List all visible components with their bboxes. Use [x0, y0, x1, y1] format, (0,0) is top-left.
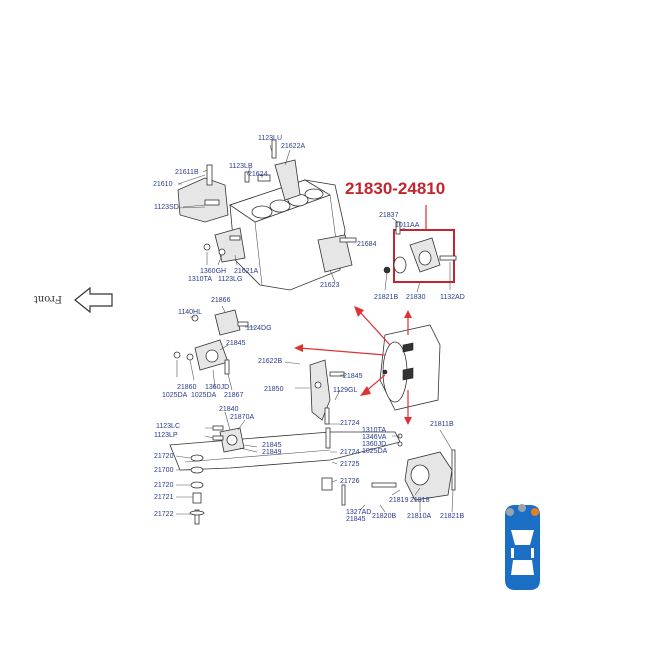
label-1140HL: 1140HL — [178, 309, 202, 316]
label-21700: 21700 — [154, 467, 174, 474]
leader-lines — [175, 144, 454, 515]
label-1025DA-3: 1025DA — [362, 448, 388, 455]
label-1011AA: 1011AA — [395, 222, 420, 229]
label-21849: 21849 — [262, 449, 282, 456]
label-21724: 21724 — [340, 420, 360, 427]
engine-bracket-left — [177, 164, 229, 223]
label-1360JD-2: 1360JD — [362, 441, 386, 448]
highlight-part-number: 21830-24810 — [345, 179, 445, 198]
label-21850: 21850 — [264, 386, 284, 393]
bushing-stack-left — [189, 454, 205, 525]
label-1327AD: 1327AD — [346, 509, 371, 516]
engine-mount-bracket-right — [317, 234, 357, 273]
crossmember — [169, 425, 401, 491]
label-21722: 21722 — [154, 511, 174, 518]
label-1360GH: 1360GH — [200, 268, 226, 275]
label-21818: 21818 — [410, 497, 430, 504]
label-1132AD: 1132AD — [440, 294, 465, 301]
label-21821B: 21821B — [374, 294, 398, 301]
label-21726: 21726 — [340, 478, 360, 485]
label-21830: 21830 — [406, 294, 426, 301]
rear-mount-right — [341, 433, 456, 506]
label-21724-2: 21724 — [340, 449, 360, 456]
transmission-housing — [294, 306, 441, 425]
label-21720-2: 21720 — [154, 482, 174, 489]
label-21611B: 21611B — [175, 169, 199, 176]
engine-bracket-top — [244, 139, 301, 201]
label-1346VA: 1346VA — [362, 434, 387, 441]
label-21622A: 21622A — [281, 143, 305, 150]
label-1360JD: 1360JD — [205, 384, 229, 391]
label-1123LC: 1123LC — [156, 423, 180, 430]
label-21720: 21720 — [154, 453, 174, 460]
label-21621A: 21621A — [234, 268, 258, 275]
label-21721: 21721 — [154, 494, 174, 501]
highlighted-mount-assembly — [383, 205, 457, 283]
label-21821B-2: 21821B — [440, 513, 464, 520]
label-21684: 21684 — [357, 241, 377, 248]
label-1123LP: 1123LP — [154, 432, 178, 439]
label-1310TA: 1310TA — [188, 276, 212, 283]
label-21867: 21867 — [224, 392, 244, 399]
car-location-icon — [505, 504, 540, 590]
centre-mount-bracket — [309, 359, 345, 425]
label-21845-3: 21845 — [262, 442, 282, 449]
label-1123SD: 1123SD — [154, 204, 179, 211]
label-21622B: 21622B — [258, 358, 282, 365]
label-21845-2: 21845 — [343, 373, 363, 380]
label-21610: 21610 — [153, 181, 173, 188]
label-21870A: 21870A — [230, 414, 254, 421]
label-21623: 21623 — [320, 282, 340, 289]
label-1123LU: 1123LU — [258, 135, 282, 142]
label-21819: 21819 — [389, 497, 409, 504]
part-labels: 1123LU 21622A 1123LB 21624 21611B 21610 … — [153, 135, 465, 523]
label-21811B: 21811B — [430, 421, 454, 428]
label-1124DG: 1124DG — [246, 325, 272, 332]
label-1025DA-2: 1025DA — [191, 392, 217, 399]
label-21820B: 21820B — [372, 513, 396, 520]
label-21725: 21725 — [340, 461, 360, 468]
label-21837: 21837 — [379, 212, 399, 219]
label-21624: 21624 — [248, 171, 268, 178]
label-21845: 21845 — [226, 340, 246, 347]
front-label: Front — [34, 293, 62, 304]
engine-mount-bracket-lower — [203, 227, 246, 263]
label-1310TA-2: 1310TA — [362, 427, 386, 434]
label-1129GL: 1129GL — [333, 387, 357, 394]
label-21860: 21860 — [177, 384, 197, 391]
label-1123LB: 1123LB — [229, 163, 253, 170]
transmission-mount-left — [173, 309, 249, 375]
label-1025DA: 1025DA — [162, 392, 188, 399]
front-arrow-icon — [74, 286, 113, 314]
label-21810A: 21810A — [407, 513, 431, 520]
label-21845-4: 21845 — [346, 516, 366, 523]
label-21840: 21840 — [219, 406, 239, 413]
label-21866: 21866 — [211, 297, 231, 304]
label-1123LG: 1123LG — [218, 276, 242, 283]
